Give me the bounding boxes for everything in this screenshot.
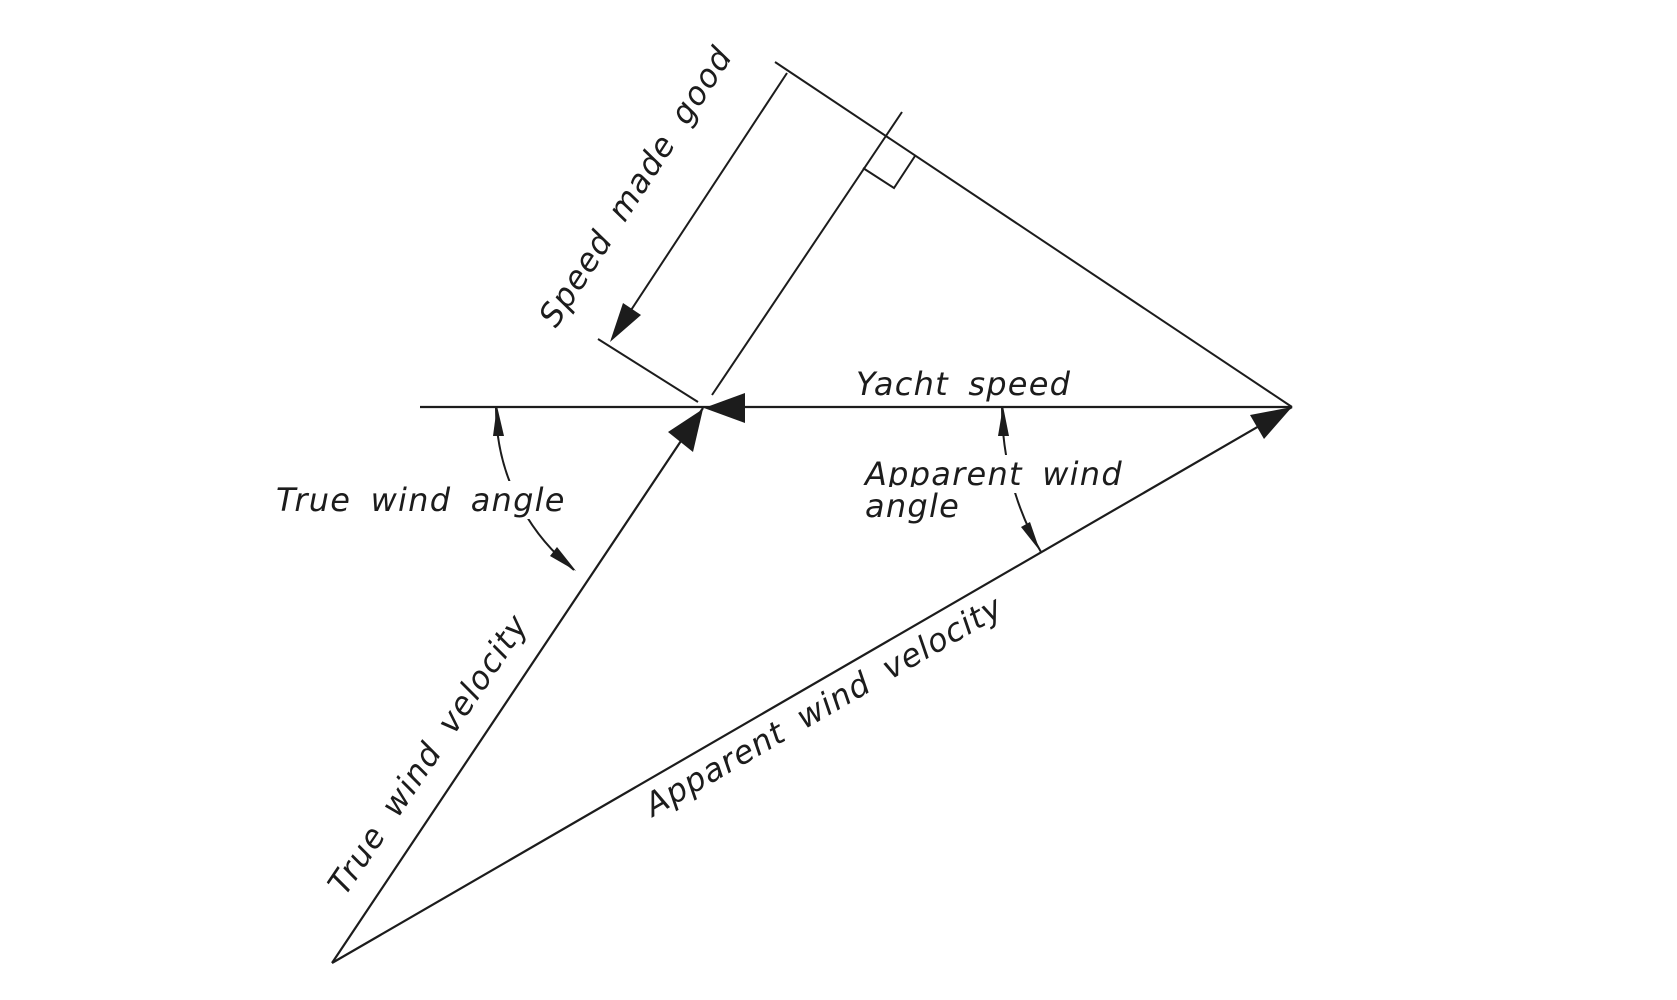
apparent-wind-velocity-line xyxy=(331,406,1293,964)
speed-made-good-extension-line xyxy=(711,111,903,396)
true-wind-angle-arc-bottom-arrow-icon xyxy=(550,547,576,571)
yacht-speed-label: Yacht speed xyxy=(856,365,1072,403)
true-wind-velocity-line xyxy=(331,407,704,964)
apparent-wind-angle-label-line2: angle xyxy=(859,487,967,525)
speed-made-good-dimension-line xyxy=(611,72,788,340)
dimension-witness-line xyxy=(597,338,699,403)
true-wind-arrowhead-icon xyxy=(668,409,703,452)
speed-made-good-arrowhead-icon xyxy=(610,303,641,342)
yacht-speed-arrowhead-icon xyxy=(704,393,745,423)
perpendicular-line xyxy=(774,61,1293,408)
apparent-wind-arrowhead-icon xyxy=(1250,407,1292,439)
apparent-wind-angle-arc-bottom-arrow-icon xyxy=(1021,522,1040,551)
apparent-wind-angle-label-line1: Apparent wind xyxy=(859,455,1129,493)
true-wind-angle-arc-top-arrow-icon xyxy=(493,406,504,436)
right-angle-marker xyxy=(862,155,916,190)
apparent-wind-angle-arc-top-arrow-icon xyxy=(998,406,1009,436)
true-wind-angle-label: True wind angle xyxy=(270,481,572,519)
